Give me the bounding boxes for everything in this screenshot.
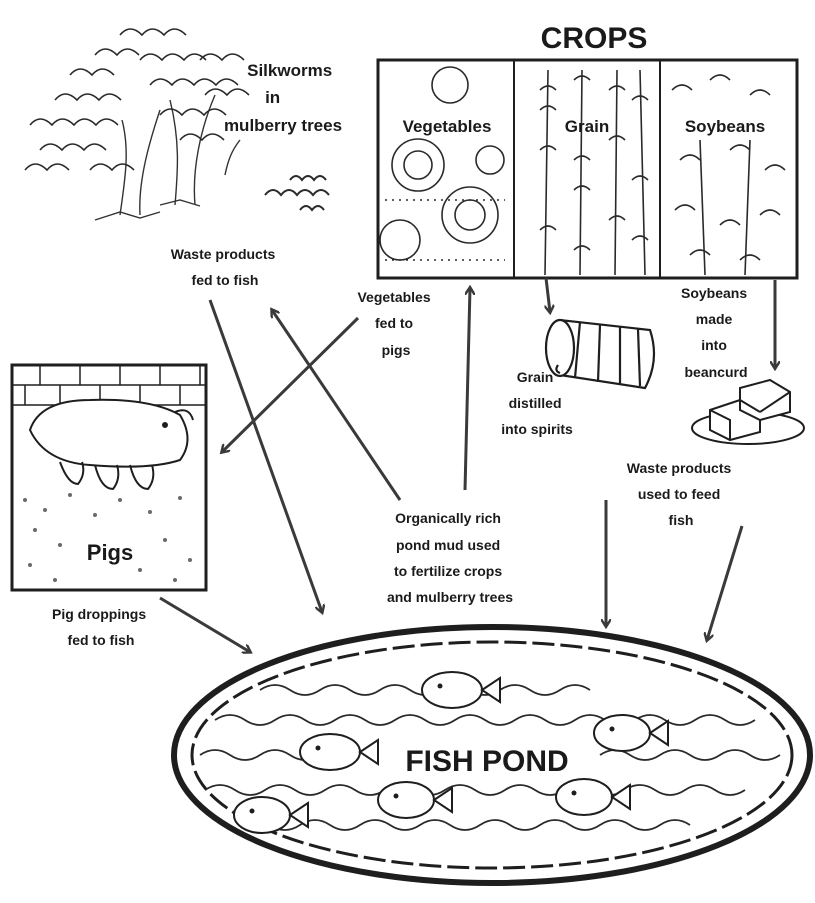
silkworms-line-1: Silkworms	[247, 61, 332, 80]
crops-box: Vegetables Grain Soybeans	[378, 60, 797, 278]
veg-to-pigs-line-3: pigs	[382, 342, 411, 358]
silkworm-waste-label: Waste products fed to fish	[171, 246, 279, 288]
soy-beancurd-label: Soybeans made into beancurd	[681, 285, 751, 380]
fish-pond-illustration: FISH POND	[174, 627, 810, 883]
arrow-silkworm-waste-to-pond	[210, 300, 322, 612]
grain-spirits-line-2: distilled	[509, 395, 562, 411]
pond-mud-line-4: and mulberry trees	[387, 589, 513, 605]
pond-mud-line-1: Organically rich	[395, 510, 501, 526]
pig-droppings-label: Pig droppings fed to fish	[52, 606, 150, 648]
crops-section-vegetables: Vegetables	[403, 117, 492, 136]
grain-spirits-label: Grain distilled into spirits	[501, 369, 573, 437]
arrow-pig-droppings-to-pond	[160, 598, 250, 652]
beancurd-waste-line-3: fish	[669, 512, 694, 528]
beancurd-waste-line-1: Waste products	[627, 460, 732, 476]
pig-pen-illustration: Pigs	[12, 365, 206, 590]
grain-spirits-line-3: into spirits	[501, 421, 573, 437]
pond-mud-line-2: pond mud used	[396, 537, 500, 553]
fish-pond-title: FISH POND	[405, 745, 568, 778]
pigs-label: Pigs	[87, 540, 133, 565]
crops-section-grain: Grain	[565, 117, 609, 136]
pig-droppings-line-1: Pig droppings	[52, 606, 146, 622]
grain-spirits-line-1: Grain	[517, 369, 554, 385]
pond-mud-label: Organically rich pond mud used to fertil…	[387, 510, 513, 605]
soy-beancurd-line-1: Soybeans	[681, 285, 747, 301]
pig-droppings-line-2: fed to fish	[68, 632, 135, 648]
silkworms-line-3: mulberry trees	[224, 116, 342, 135]
beancurd-illustration	[692, 380, 804, 444]
silkworms-line-2: in	[265, 88, 280, 107]
veg-to-pigs-line-1: Vegetables	[357, 289, 430, 305]
silkworms-label: Silkworms in mulberry trees	[224, 61, 342, 135]
pond-mud-line-3: to fertilize crops	[394, 563, 502, 579]
soy-beancurd-line-4: beancurd	[684, 364, 747, 380]
arrow-grain-to-barrel	[546, 278, 550, 312]
arrow-pond-mud-to-crops	[465, 288, 470, 490]
veg-to-pigs-line-2: fed to	[375, 315, 413, 331]
soy-beancurd-line-3: into	[701, 337, 727, 353]
veg-to-pigs-label: Vegetables fed to pigs	[357, 289, 434, 358]
soy-beancurd-line-2: made	[696, 311, 733, 327]
silkworm-waste-line-2: fed to fish	[192, 272, 259, 288]
silkworm-waste-line-1: Waste products	[171, 246, 276, 262]
crops-section-soybeans: Soybeans	[685, 117, 765, 136]
barrel-illustration	[546, 320, 654, 388]
crops-title: CROPS	[541, 22, 648, 55]
beancurd-waste-label: Waste products used to feed fish	[627, 460, 735, 528]
beancurd-waste-line-2: used to feed	[638, 486, 720, 502]
arrow-beancurd-waste-to-pond	[707, 526, 742, 640]
